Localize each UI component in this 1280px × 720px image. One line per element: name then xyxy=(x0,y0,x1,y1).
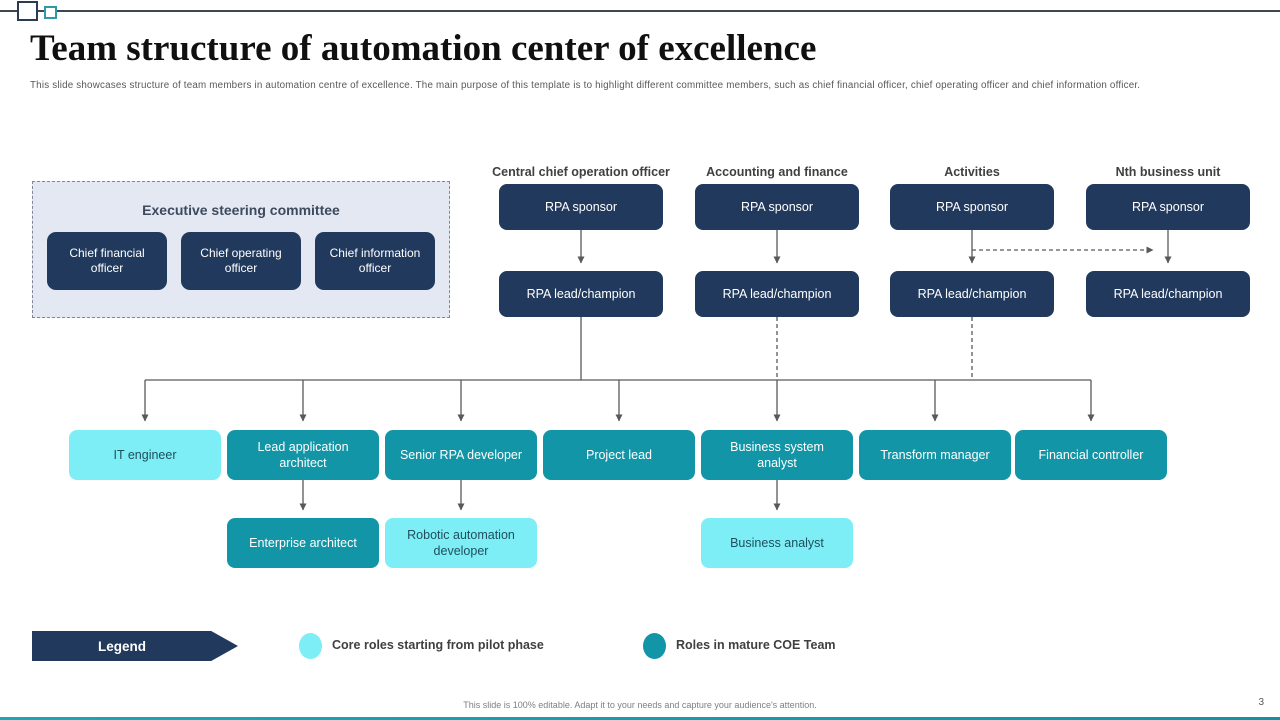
role-box-business-analyst: Business analyst xyxy=(701,518,853,568)
role-box-financial-controller: Financial controller xyxy=(1015,430,1167,480)
role-box-senior-rpa-developer: Senior RPA developer xyxy=(385,430,537,480)
rpa-lead-box-4: RPA lead/champion xyxy=(1086,271,1250,317)
legend-mature-label: Roles in mature COE Team xyxy=(676,638,836,652)
header-rule xyxy=(0,10,1280,12)
rpa-sponsor-box-1: RPA sponsor xyxy=(499,184,663,230)
legend-mature-dot-icon xyxy=(643,633,666,659)
legend-banner: Legend xyxy=(32,631,238,661)
bottom-accent-bar xyxy=(0,717,1280,720)
rpa-lead-box-2: RPA lead/champion xyxy=(695,271,859,317)
committee-member-cio: Chief information officer xyxy=(315,232,435,290)
role-box-project-lead: Project lead xyxy=(543,430,695,480)
rpa-sponsor-box-2: RPA sponsor xyxy=(695,184,859,230)
org-column-header-nth-business-unit: Nth business unit xyxy=(1115,164,1221,179)
slide-title: Team structure of automation center of e… xyxy=(30,28,817,69)
role-box-robotic-automation-developer: Robotic automation developer xyxy=(385,518,537,568)
org-column-header-activities: Activities xyxy=(944,164,1000,179)
steering-committee-members: Chief financial officer Chief operating … xyxy=(33,232,449,290)
rpa-lead-box-1: RPA lead/champion xyxy=(499,271,663,317)
legend-pilot-label: Core roles starting from pilot phase xyxy=(332,638,544,652)
slide-subtitle: This slide showcases structure of team m… xyxy=(30,80,1141,91)
steering-committee-title: Executive steering committee xyxy=(142,202,340,218)
rpa-sponsor-box-4: RPA sponsor xyxy=(1086,184,1250,230)
committee-member-coo: Chief operating officer xyxy=(181,232,301,290)
navy-square-icon xyxy=(17,1,38,21)
teal-square-icon xyxy=(44,6,57,19)
committee-member-cfo: Chief financial officer xyxy=(47,232,167,290)
steering-committee-panel: Executive steering committee Chief finan… xyxy=(32,181,450,318)
legend-pilot-dot-icon xyxy=(299,633,322,659)
footer-note: This slide is 100% editable. Adapt it to… xyxy=(463,700,817,710)
role-box-it-engineer: IT engineer xyxy=(69,430,221,480)
org-column-header-central-chief: Central chief operation officer xyxy=(492,164,670,179)
role-box-transform-manager: Transform manager xyxy=(859,430,1011,480)
role-box-lead-application-architect: Lead application architect xyxy=(227,430,379,480)
org-column-header-accounting: Accounting and finance xyxy=(706,164,848,179)
role-box-business-system-analyst: Business system analyst xyxy=(701,430,853,480)
page-number: 3 xyxy=(1258,697,1264,708)
rpa-sponsor-box-3: RPA sponsor xyxy=(890,184,1054,230)
rpa-lead-box-3: RPA lead/champion xyxy=(890,271,1054,317)
role-box-enterprise-architect: Enterprise architect xyxy=(227,518,379,568)
